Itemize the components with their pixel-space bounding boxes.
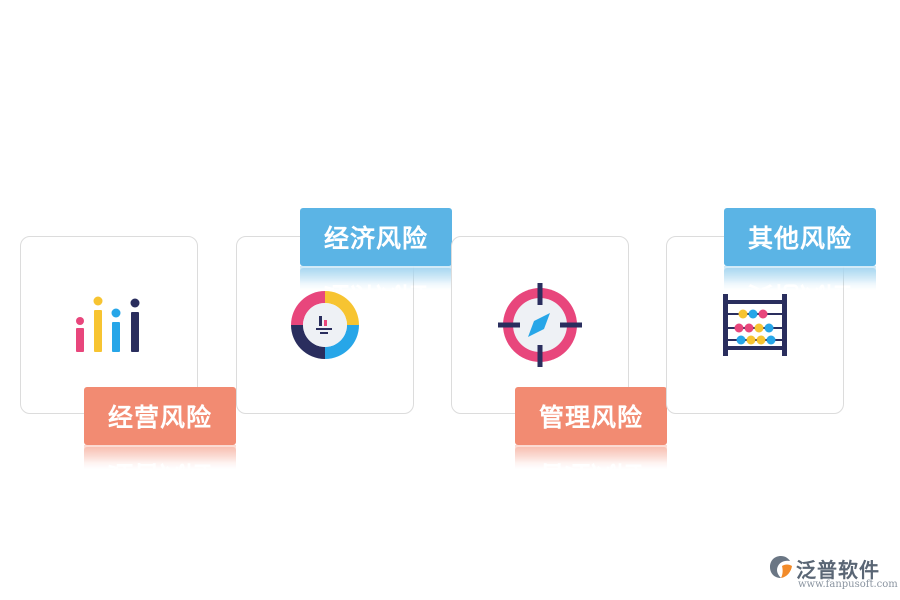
card-management-risk <box>451 236 629 414</box>
card-business-risk <box>20 236 198 414</box>
tag-economic-risk: 经济风险 <box>300 208 452 266</box>
abacus-icon <box>723 294 787 356</box>
target-compass-icon <box>498 283 582 367</box>
brand-name: 泛普软件 <box>796 558 880 582</box>
brand-mark-icon <box>770 556 792 578</box>
tag-other-risk: 其他风险 <box>724 208 876 266</box>
donut-chart-icon <box>291 291 359 359</box>
tag-business-risk: 经营风险 <box>84 387 236 445</box>
brand-logo: 泛普软件 www.fanpusoft.com <box>768 552 898 596</box>
bar-chart-icon <box>76 296 140 352</box>
brand-url: www.fanpusoft.com <box>798 579 898 590</box>
tag-management-risk: 管理风险 <box>515 387 667 445</box>
